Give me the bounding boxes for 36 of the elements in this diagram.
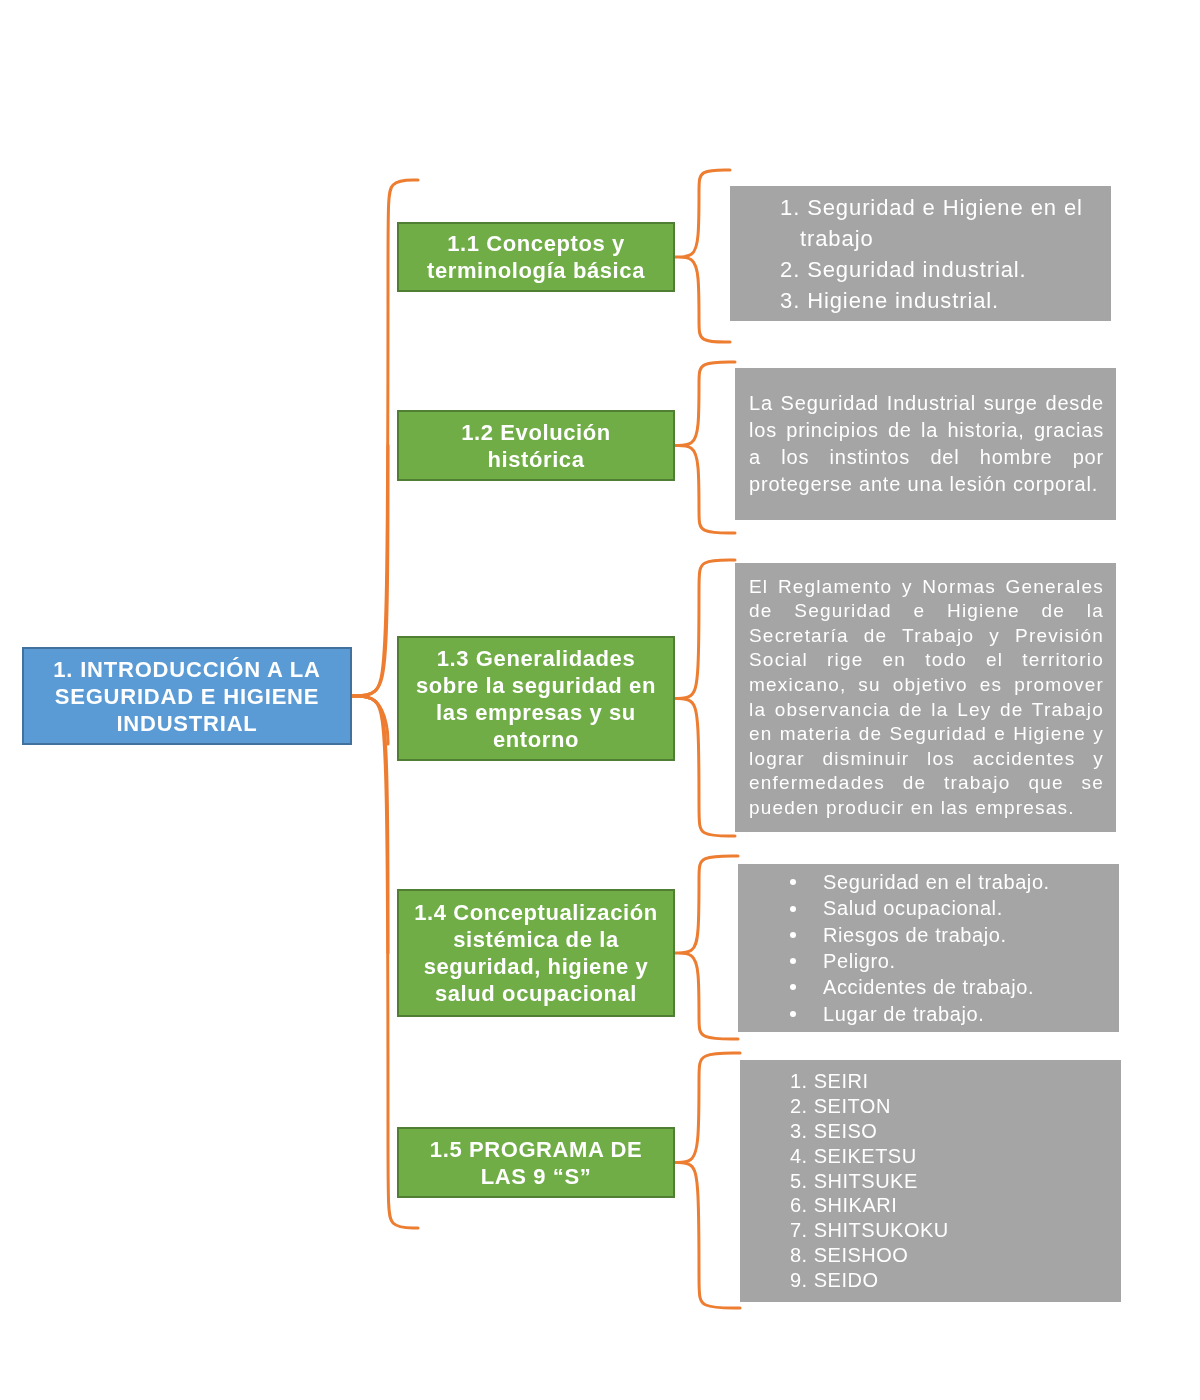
list-item: Salud ocupacional.: [823, 896, 1003, 922]
subtopic-box: [397, 1127, 675, 1198]
list-item: 4. SEIKETSU: [789, 1143, 918, 1169]
list-item: Lugar de trabajo.: [823, 1001, 985, 1027]
list-item: 7. SHITSUKOKU: [789, 1218, 950, 1244]
content-box: [735, 368, 1116, 520]
list-item: Seguridad en el trabajo.: [823, 870, 1050, 896]
subtopic-box: [397, 222, 675, 292]
list-item: 5. SHITSUKE: [789, 1168, 919, 1194]
list-item: 3. Higiene industrial.: [779, 286, 1001, 315]
subtopic-title: 1.4 Conceptualización sistémica de la seguridad, higiene y salud ocupacional: [413, 899, 659, 1007]
list-item: Peligro.: [823, 949, 896, 974]
subtopic-title: 1.1 Conceptos y terminología básica: [426, 230, 646, 284]
paragraph-text: La Seguridad Industrial surge desde los principios de la historia, gracias a los instintos del hombre por protegerse ante una lesión corporal.: [749, 391, 1104, 497]
list-item: 9. SEIDO: [789, 1268, 880, 1294]
subtopic-title: 1.3 Generalidades sobre la seguridad en las empresas y su entorno: [415, 644, 657, 753]
list-item: Accidentes de trabajo.: [823, 975, 1035, 1001]
content-box: [738, 864, 1119, 1032]
list-item: 6. SHIKARI: [789, 1193, 899, 1219]
subtopic-box: [397, 636, 675, 761]
list-item: 2. SEITON: [789, 1093, 892, 1119]
list-item: 1. Seguridad e Higiene en el trabajo: [779, 193, 1084, 253]
main-topic-box: [22, 647, 352, 745]
main-topic-title: 1. INTRODUCCIÓN A LA SEGURIDAD E HIGIENE INDUSTRIAL: [52, 655, 322, 737]
subtopic-box: [397, 889, 675, 1017]
content-box: [740, 1060, 1121, 1302]
list-item: 3. SEISO: [789, 1118, 879, 1144]
list-item: 1. SEIRI: [789, 1068, 870, 1094]
list-item: 8. SEISHOO: [789, 1243, 910, 1269]
content-box: [730, 186, 1111, 321]
paragraph-text: El Reglamento y Normas Generales de Seguridad e Higiene de la Secretaría de Trabajo y Previsión Social rige en todo el territorio mexicano, su objetivo es promover la observancia de la Ley de Trabajo en materia de Seguridad e Higiene y lograr disminuir los accidentes y enfermedades de trabajo que se pueden producir en las empresas.: [749, 574, 1104, 820]
subtopic-title: 1.5 PROGRAMA DE LAS 9 “S”: [428, 1135, 644, 1190]
subtopic-title: 1.2 Evolución histórica: [460, 418, 612, 473]
subtopic-box: [397, 410, 675, 481]
list-item: Riesgos de trabajo.: [823, 922, 1007, 948]
list-item: 2. Seguridad industrial.: [779, 255, 1028, 284]
